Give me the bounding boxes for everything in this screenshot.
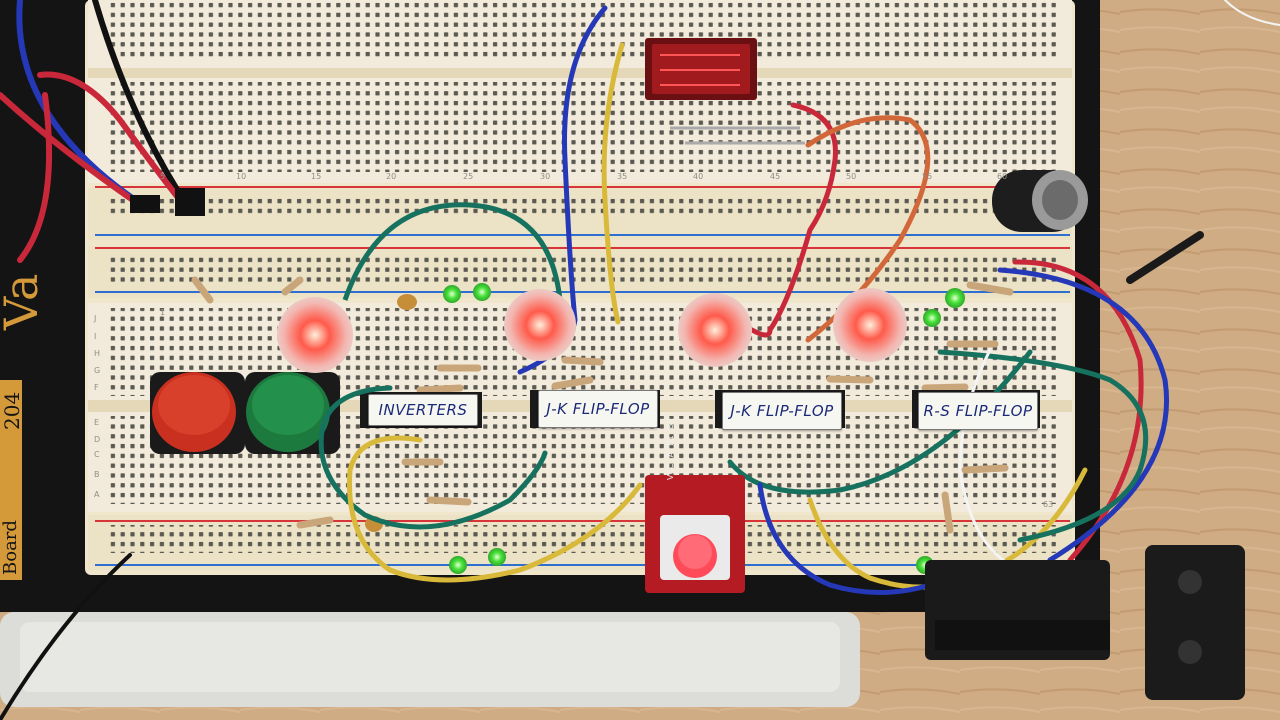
row-letter-g: G — [94, 366, 101, 375]
label-jk-flipflop-2: J-K FLIP-FLOP — [722, 392, 842, 430]
pin-label-b2: B2 — [666, 418, 675, 430]
board-brand-fragment: Va — [0, 273, 48, 330]
micro-switch-2[interactable] — [1145, 545, 1245, 700]
green-push-button[interactable] — [245, 372, 340, 454]
board-brand-suffix: Board — [0, 520, 21, 575]
col-num-30: 30 — [540, 172, 551, 181]
col-num-55: 55 — [922, 172, 933, 181]
breadboard — [85, 0, 1075, 575]
micro-switch-1[interactable] — [925, 560, 1110, 660]
led-green-5 — [449, 556, 467, 574]
col-num-63: 63 — [1043, 500, 1054, 509]
col-num-10: 10 — [236, 172, 247, 181]
resistors — [191, 276, 1014, 534]
row-letter-c: C — [94, 450, 100, 459]
wires-top-left — [0, 0, 205, 263]
led-green-4 — [923, 309, 941, 327]
board-model-tag — [0, 380, 22, 580]
row-letter-a: A — [94, 490, 100, 499]
led-green-2 — [473, 283, 491, 301]
col-num-1: 1 — [160, 308, 166, 317]
col-num-45: 45 — [770, 172, 781, 181]
electrolytic-capacitor — [992, 170, 1088, 232]
red-push-button[interactable] — [150, 372, 245, 454]
row-letter-e: E — [94, 418, 100, 427]
row-letter-f: F — [94, 383, 99, 392]
led-green-6 — [488, 548, 506, 566]
col-num-40: 40 — [693, 172, 704, 181]
board-model-number: 204 — [0, 391, 24, 430]
led-green-1 — [443, 285, 461, 303]
button-module[interactable] — [645, 475, 745, 593]
module-pin-labels: VCC A B1 B2 — [666, 419, 675, 480]
label-rs-flipflop: R-S FLIP-FLOP — [918, 392, 1038, 430]
matrix-display — [645, 38, 757, 100]
label-inverters: INVERTERS — [368, 394, 478, 426]
col-num-25: 25 — [463, 172, 474, 181]
row-letter-d: D — [94, 435, 101, 444]
led-green-3 — [945, 288, 965, 308]
led-large-3 — [678, 293, 752, 367]
col-num-60: 60 — [997, 172, 1008, 181]
label-jk-flipflop-1: J-K FLIP-FLOP — [538, 390, 658, 428]
pin-label-b1: B1 — [666, 435, 675, 446]
top-wires — [517, 5, 931, 375]
led-large-2 — [504, 289, 576, 361]
green-wire-loop — [342, 202, 563, 301]
col-num-35: 35 — [617, 172, 628, 181]
row-letter-b: B — [94, 470, 100, 479]
stand-inner — [20, 622, 840, 692]
col-num-5: 5 — [160, 172, 166, 181]
row-letter-j: J — [94, 314, 97, 323]
row-letter-i: I — [94, 332, 97, 341]
row-letter-h: H — [94, 349, 101, 358]
col-num-20: 20 — [386, 172, 397, 181]
pin-label-vcc: VCC — [666, 463, 675, 480]
led-large-4 — [833, 288, 907, 362]
led-large-1 — [277, 297, 353, 373]
ceramic-capacitor-1 — [397, 294, 417, 310]
col-num-15: 15 — [311, 172, 322, 181]
pin-label-a: A — [666, 451, 675, 458]
col-num-50: 50 — [846, 172, 857, 181]
